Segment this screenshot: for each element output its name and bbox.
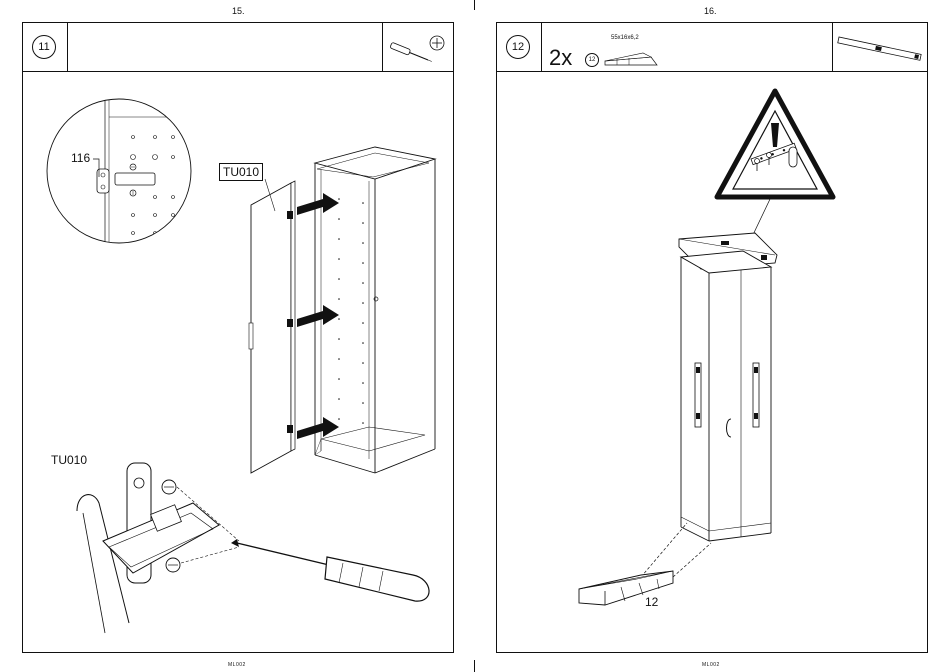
crop-mark-top xyxy=(474,0,475,10)
right-step-header: 12 2x 12 55x16x6,2 xyxy=(497,23,927,72)
door-label-leader xyxy=(265,177,285,217)
door-label-box: TU010 xyxy=(219,163,263,181)
right-tool-cell xyxy=(832,23,927,71)
phillips-head-icon xyxy=(427,33,447,53)
right-step-cell: 12 xyxy=(497,23,542,71)
spirit-level-icon xyxy=(837,29,927,69)
detail-leader-line xyxy=(93,157,133,187)
wedge-label: 12 xyxy=(645,595,658,609)
right-step-number: 12 xyxy=(506,35,530,59)
hinge-closeup-drawing xyxy=(43,433,443,613)
parts-size-label: 55x16x6,2 xyxy=(611,35,639,41)
warning-triangle-icon xyxy=(715,89,845,205)
left-step-cell: 11 xyxy=(23,23,68,71)
right-page-number: 16. xyxy=(704,6,717,16)
right-instruction-panel: 12 2x 12 55x16x6,2 xyxy=(496,22,928,653)
right-footer-code: ML002 xyxy=(702,662,720,668)
left-page-number: 15. xyxy=(232,6,245,16)
cabinet-with-level-drawing xyxy=(675,227,805,547)
detail-part-label: 116 xyxy=(71,151,90,165)
left-footer-code: ML002 xyxy=(228,662,246,668)
left-step-header: 11 xyxy=(23,23,453,72)
left-instruction-panel: 11 xyxy=(22,22,454,653)
wedge-callout-drawing xyxy=(577,519,717,629)
parts-id-circle: 12 xyxy=(585,53,599,67)
left-tool-cell xyxy=(382,23,453,71)
parts-quantity: 2x xyxy=(549,45,572,71)
crop-mark-bottom xyxy=(474,660,475,672)
left-step-number: 11 xyxy=(32,35,56,59)
wedge-part-icon xyxy=(603,47,663,67)
